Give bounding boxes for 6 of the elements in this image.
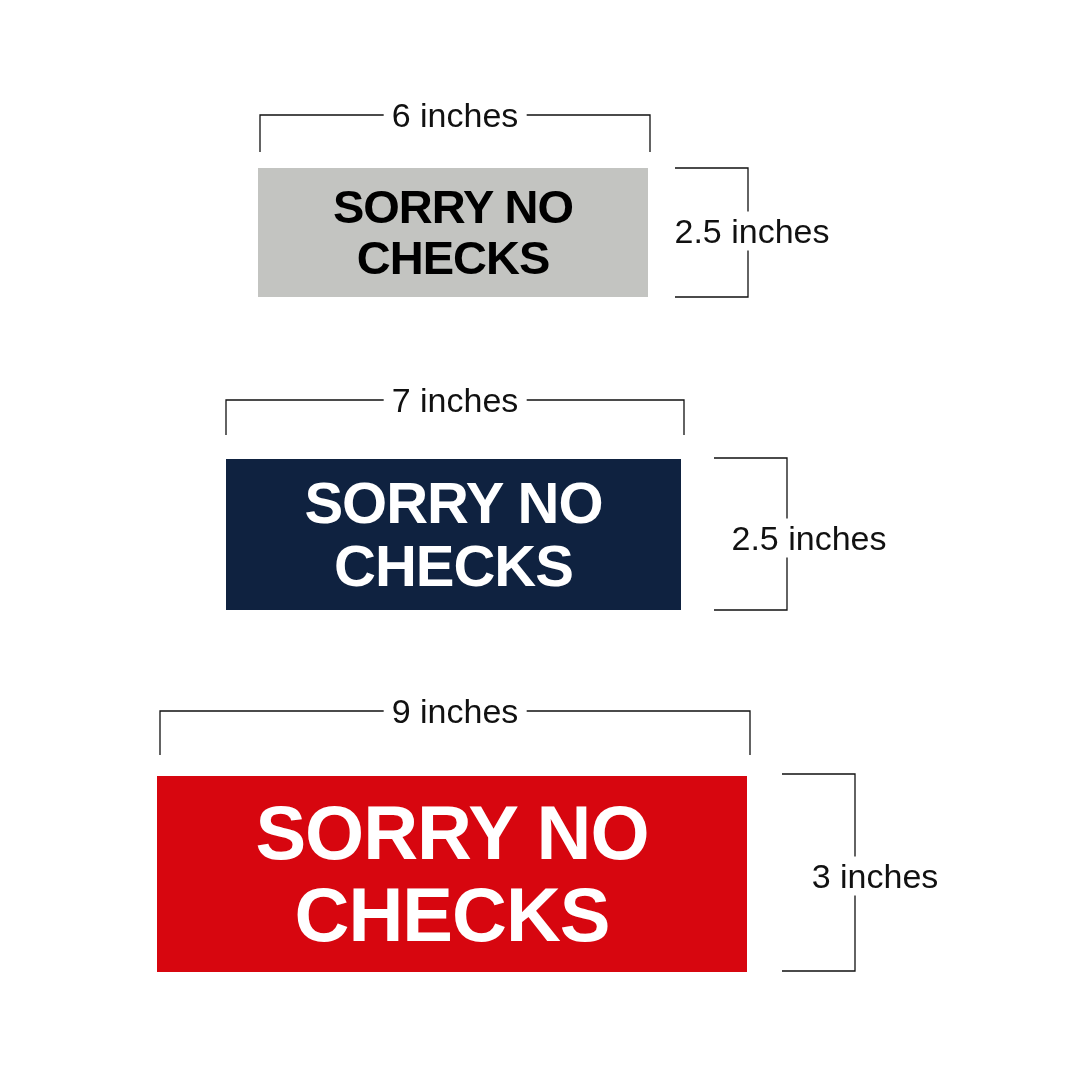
sign-text: SORRY NO CHECKS [331,181,575,284]
sign-panel [258,168,648,297]
sign-panel [226,459,681,610]
sign-text: SORRY NO CHECKS [254,791,650,957]
sign-panel [157,776,747,972]
sign-text: SORRY NO CHECKS [303,471,604,598]
